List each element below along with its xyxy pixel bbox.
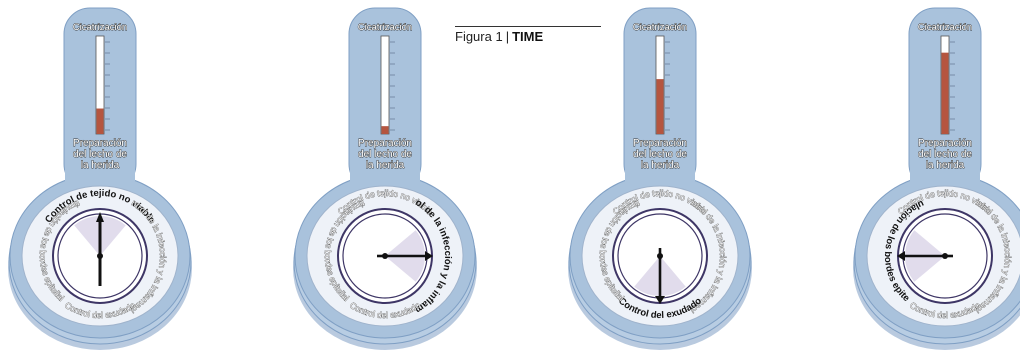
thermometer-top-label: Cicatrización [358,22,412,33]
dial-hand-arrow [425,251,433,261]
dial-hand-arrow [897,251,905,261]
thermometer-bottom-label: Preparación [918,138,972,149]
thermometer-bottom-label: del lecho de [73,149,127,160]
thermometer-bottom-label: del lecho de [358,149,412,160]
thermometer-bottom-label: del lecho de [918,149,972,160]
dial-pivot [97,253,103,259]
thermometer-bottom-label: la herida [81,160,120,171]
caption-separator: | [505,29,510,44]
thermometer-mercury [656,79,664,134]
thermometer-bottom-label: la herida [926,160,965,171]
figure-caption: Figura 1|TIME [455,26,601,44]
thermometer-bottom-label: Preparación [633,138,687,149]
dial-hand-arrow [96,212,104,222]
thermometer-bottom-label: Preparación [358,138,412,149]
thermometer-mercury [96,108,104,134]
thermometer-top-label: Cicatrización [918,22,972,33]
dial-pivot [382,253,388,259]
caption-brand: TIME [512,29,544,44]
thermometer-bottom-label: Preparación [73,138,127,149]
dial-pivot [942,253,948,259]
dial-hand-arrow [655,296,665,304]
figure-label: Figura 1 [455,29,503,44]
thermometer-mercury [941,52,949,134]
dial-pivot [657,253,663,259]
thermometer-bottom-label: la herida [366,160,405,171]
thermometer-bottom-label: la herida [641,160,680,171]
thermometer-mercury [381,126,389,134]
thermometer-tube [380,35,390,135]
thermometer-top-label: Cicatrización [73,22,127,33]
thermometer-bottom-label: del lecho de [633,149,687,160]
thermometer-top-label: Cicatrización [633,22,687,33]
